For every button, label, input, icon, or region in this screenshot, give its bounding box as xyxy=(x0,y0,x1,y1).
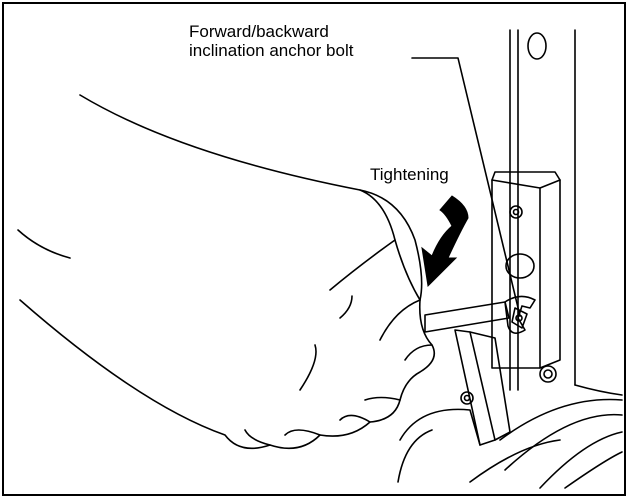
bolt-label-line-1: Forward/backward xyxy=(189,22,353,41)
bolt-label-line-2: inclination anchor bolt xyxy=(189,41,353,60)
bolt-label: Forward/backward inclination anchor bolt xyxy=(189,22,353,60)
bracket xyxy=(492,172,560,382)
hand xyxy=(18,95,434,448)
upright-post xyxy=(510,30,622,395)
tightening-label: Tightening xyxy=(370,165,449,184)
tightening-arrow xyxy=(422,196,468,286)
